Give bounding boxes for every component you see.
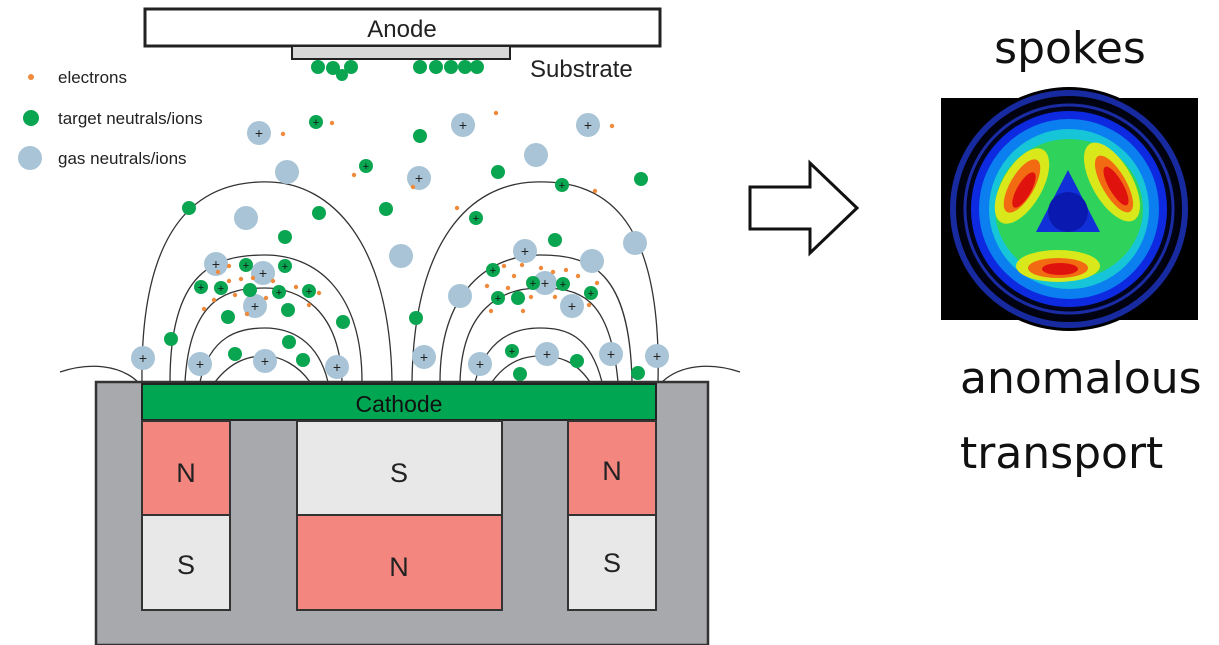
- legend-gas-marker: [18, 146, 42, 170]
- svg-text:+: +: [543, 346, 551, 362]
- svg-text:+: +: [255, 125, 263, 141]
- legend-gas-label: gas neutrals/ions: [58, 149, 187, 168]
- svg-text:+: +: [333, 359, 341, 375]
- target-neutrals: [164, 129, 648, 381]
- svg-text:+: +: [198, 282, 204, 294]
- legend-electrons-label: electrons: [58, 68, 127, 87]
- target-ions: ++ ++ ++ ++ ++ ++ ++ ++: [194, 115, 598, 358]
- magnet-right-south-label: S: [603, 548, 621, 578]
- svg-text:+: +: [218, 283, 224, 295]
- magnet-left-south-label: S: [177, 550, 195, 580]
- svg-text:+: +: [476, 356, 484, 372]
- svg-text:+: +: [568, 298, 576, 314]
- svg-text:+: +: [196, 356, 204, 372]
- magnet-center-north-label: N: [389, 552, 409, 582]
- magnet-center-north: [296, 514, 503, 611]
- magnet-center-south: [296, 420, 503, 516]
- deposited-atoms: [311, 60, 484, 81]
- anode-label: Anode: [367, 16, 436, 43]
- svg-text:+: +: [313, 117, 319, 129]
- magnet-right-south: [567, 514, 657, 611]
- svg-text:+: +: [473, 213, 479, 225]
- svg-text:+: +: [560, 279, 566, 291]
- svg-text:+: +: [306, 286, 312, 298]
- svg-text:+: +: [363, 161, 369, 173]
- svg-text:+: +: [282, 261, 288, 273]
- magnet-left-north: [141, 420, 231, 516]
- svg-text:+: +: [251, 298, 259, 314]
- electrons: [201, 110, 615, 317]
- svg-text:+: +: [243, 260, 249, 272]
- magnet-left-north-label: N: [176, 458, 196, 488]
- substrate: [291, 45, 511, 60]
- legend-target-label: target neutrals/ions: [58, 109, 203, 128]
- svg-text:+: +: [420, 349, 428, 365]
- gas-ions: ++ ++ ++ ++ ++ ++ ++ ++ ++ +: [131, 113, 669, 379]
- svg-text:+: +: [559, 180, 565, 192]
- svg-text:+: +: [530, 278, 536, 290]
- svg-text:+: +: [212, 256, 220, 272]
- magnet-right-north-label: N: [602, 456, 622, 486]
- legend: electrons target neutrals/ions gas neutr…: [18, 68, 203, 170]
- svg-text:+: +: [521, 243, 529, 259]
- substrate-label: Substrate: [530, 56, 633, 83]
- svg-text:+: +: [607, 346, 615, 362]
- spokes-image: [941, 87, 1198, 331]
- svg-text:+: +: [490, 265, 496, 277]
- svg-text:+: +: [261, 353, 269, 369]
- svg-text:+: +: [588, 288, 594, 300]
- svg-text:+: +: [584, 117, 592, 133]
- svg-text:+: +: [276, 287, 282, 299]
- svg-text:+: +: [459, 117, 467, 133]
- svg-text:+: +: [653, 348, 661, 364]
- svg-text:+: +: [495, 293, 501, 305]
- legend-target-marker: [23, 110, 39, 126]
- svg-text:+: +: [259, 265, 267, 281]
- caption-line-2: transport: [960, 428, 1163, 479]
- cathode-label: Cathode: [356, 391, 443, 417]
- caption-line-1: anomalous: [960, 353, 1202, 404]
- spokes-title: spokes: [994, 23, 1146, 74]
- magnetic-field-lines: [59, 181, 741, 383]
- svg-text:+: +: [509, 346, 515, 358]
- svg-text:+: +: [415, 170, 423, 186]
- svg-text:+: +: [541, 275, 549, 291]
- right-arrow-icon: [748, 159, 860, 257]
- gas-neutrals: [234, 143, 647, 308]
- magnet-center-south-label: S: [390, 458, 408, 488]
- legend-electron-marker: [28, 74, 34, 80]
- svg-text:+: +: [139, 350, 147, 366]
- cathode-target: [141, 383, 657, 421]
- magnet-left-south: [141, 514, 231, 611]
